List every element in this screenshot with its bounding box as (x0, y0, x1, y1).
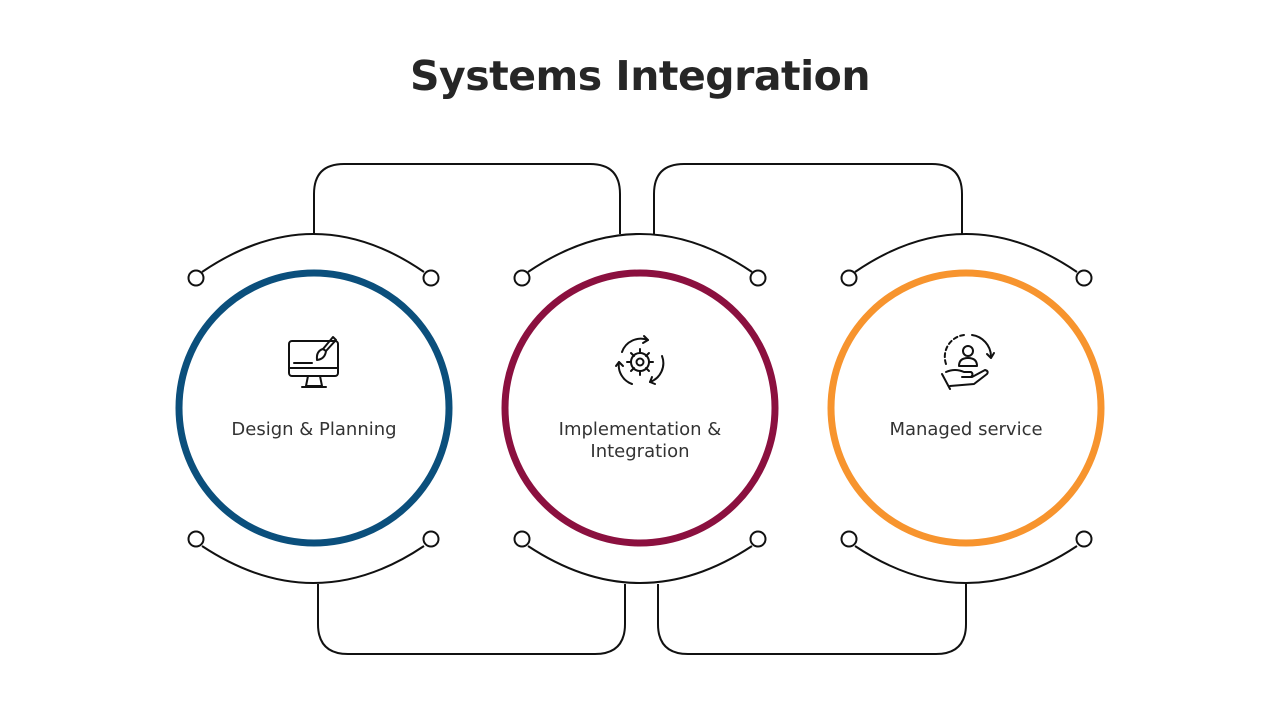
connectors (313, 163, 967, 655)
outer-arc-top (854, 233, 1078, 273)
step-label: Managed service (889, 419, 1042, 440)
step-implementation-integration: Implementation &Integration (501, 233, 779, 584)
top-connector-2-3 (653, 163, 963, 234)
node-dot (422, 269, 440, 287)
step-label: Implementation &Integration (559, 419, 722, 462)
slide-title: Systems Integration (409, 52, 871, 100)
node-dot (1075, 269, 1093, 287)
node-dot (187, 530, 205, 548)
outer-arc-top (201, 233, 425, 273)
computer-design-icon (288, 336, 339, 388)
outer-arc-bottom (527, 545, 753, 584)
step-label: Design & Planning (231, 419, 396, 440)
node-dot (749, 530, 767, 548)
step-ring (827, 269, 1105, 547)
node-dot (513, 269, 531, 287)
bottom-connector-2-3 (657, 584, 967, 655)
node-dot (840, 269, 858, 287)
hand-user-service-icon (941, 334, 995, 390)
node-dot (1075, 530, 1093, 548)
node-dot (513, 530, 531, 548)
gear-cycle-icon (615, 335, 665, 385)
outer-arc-bottom (854, 545, 1078, 584)
step-managed-service: Managed service (827, 233, 1105, 584)
node-dot (187, 269, 205, 287)
step-ring (501, 269, 779, 547)
outer-arc-top (527, 233, 753, 273)
outer-arc-bottom (201, 545, 425, 584)
bottom-connector-1-2 (317, 584, 626, 655)
top-connector-1-2 (313, 163, 621, 234)
step-design-planning: Design & Planning (175, 233, 453, 584)
node-dot (422, 530, 440, 548)
step-ring (175, 269, 453, 547)
node-dot (749, 269, 767, 287)
node-dot (840, 530, 858, 548)
